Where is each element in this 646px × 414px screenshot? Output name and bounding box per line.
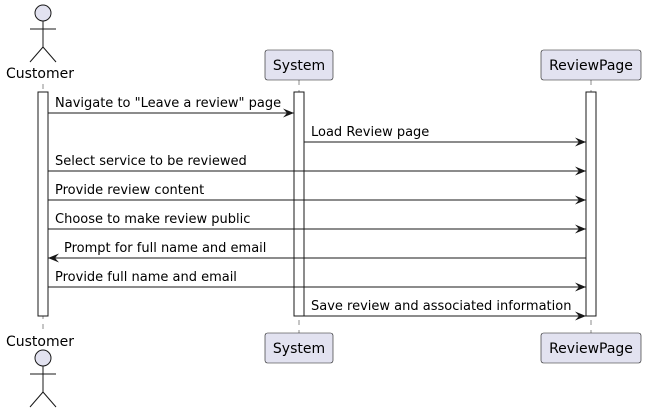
message-label: Load Review page	[311, 125, 429, 140]
arrowhead-icon	[575, 195, 586, 205]
activation-system	[293, 91, 305, 317]
participant-label-reviewpage-top: ReviewPage	[549, 58, 633, 74]
participant-label-system-bottom: System	[273, 341, 325, 357]
participant-reviewpage-top: ReviewPage	[540, 49, 642, 81]
message-label: Save review and associated information	[311, 299, 571, 314]
message-label: Provide full name and email	[55, 270, 237, 285]
participant-label-customer-top: Customer	[6, 66, 74, 82]
arrowhead-icon	[575, 311, 586, 321]
arrowhead-icon	[48, 253, 59, 263]
participant-system-bottom: System	[264, 332, 334, 364]
message-label: Choose to make review public	[55, 212, 250, 227]
arrowhead-icon	[575, 166, 586, 176]
actor-head-icon	[34, 4, 52, 22]
actor-customer-top: Customer	[6, 4, 74, 82]
activation-customer	[37, 91, 49, 317]
arrowhead-icon	[283, 108, 294, 118]
message-label: Select service to be reviewed	[55, 154, 247, 169]
participant-reviewpage-bottom: ReviewPage	[540, 332, 642, 364]
message-label: Provide review content	[55, 183, 204, 198]
participant-label-customer-bottom: Customer	[6, 334, 74, 350]
arrowhead-icon	[575, 282, 586, 292]
message-label: Prompt for full name and email	[64, 241, 266, 256]
message-label: Navigate to "Leave a review" page	[55, 96, 281, 111]
participant-system-top: System	[264, 49, 334, 81]
arrowhead-icon	[575, 224, 586, 234]
arrowhead-icon	[575, 137, 586, 147]
actor-head-icon	[34, 349, 52, 367]
participant-label-system-top: System	[273, 58, 325, 74]
activation-reviewpage	[585, 91, 597, 317]
actor-customer-bottom: Customer	[6, 334, 74, 408]
participant-label-reviewpage-bottom: ReviewPage	[549, 341, 633, 357]
